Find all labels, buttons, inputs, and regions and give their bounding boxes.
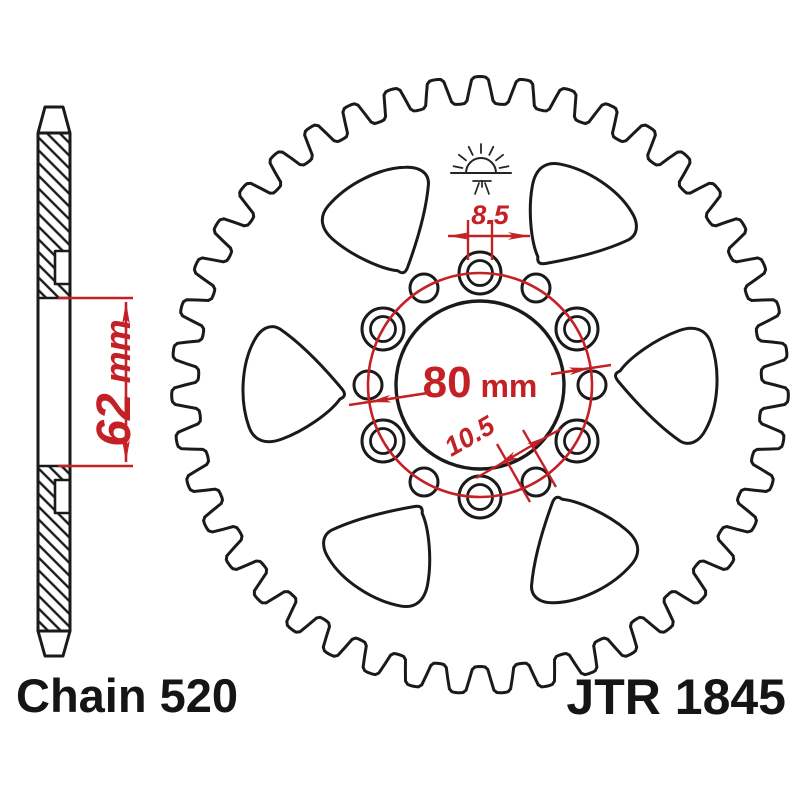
bolt-circle [366, 271, 594, 499]
chain-size-label: Chain 520 [16, 669, 238, 722]
cutout [530, 495, 640, 605]
lightening-cutouts [241, 161, 719, 609]
sun-ray [488, 145, 495, 156]
dimension-10_5 [475, 427, 562, 503]
sprocket-front-view: 8.5 80 mm 10.5 [170, 74, 790, 695]
cutout [322, 504, 432, 609]
part-number-label: JTR 1845 [566, 669, 786, 725]
cutout [528, 161, 638, 266]
side-section-view [36, 105, 72, 658]
cutout [241, 325, 346, 444]
hatch-region-lower [36, 464, 72, 633]
cutout [320, 165, 430, 275]
rising-sun-icon [450, 143, 512, 195]
sun-ray [495, 153, 505, 162]
sun-ray [467, 145, 474, 156]
sun-ray [457, 153, 467, 162]
sun-base-mark [472, 180, 492, 195]
dimension-62mm-text: 62 mm [88, 319, 141, 446]
dimension-80mm-text-mask [429, 361, 551, 403]
sun-rays [452, 143, 510, 169]
sun-ray [452, 165, 464, 169]
dimension-8_5-text: 8.5 [471, 200, 510, 230]
sun-ray [498, 165, 510, 169]
cutout [614, 326, 719, 445]
dimension-80mm-text: 80 mm [423, 358, 538, 407]
hatch-region-upper [36, 131, 72, 300]
side-view-outline [36, 105, 72, 658]
dimension-8_5 [448, 220, 530, 260]
dimension-62mm [58, 296, 133, 468]
